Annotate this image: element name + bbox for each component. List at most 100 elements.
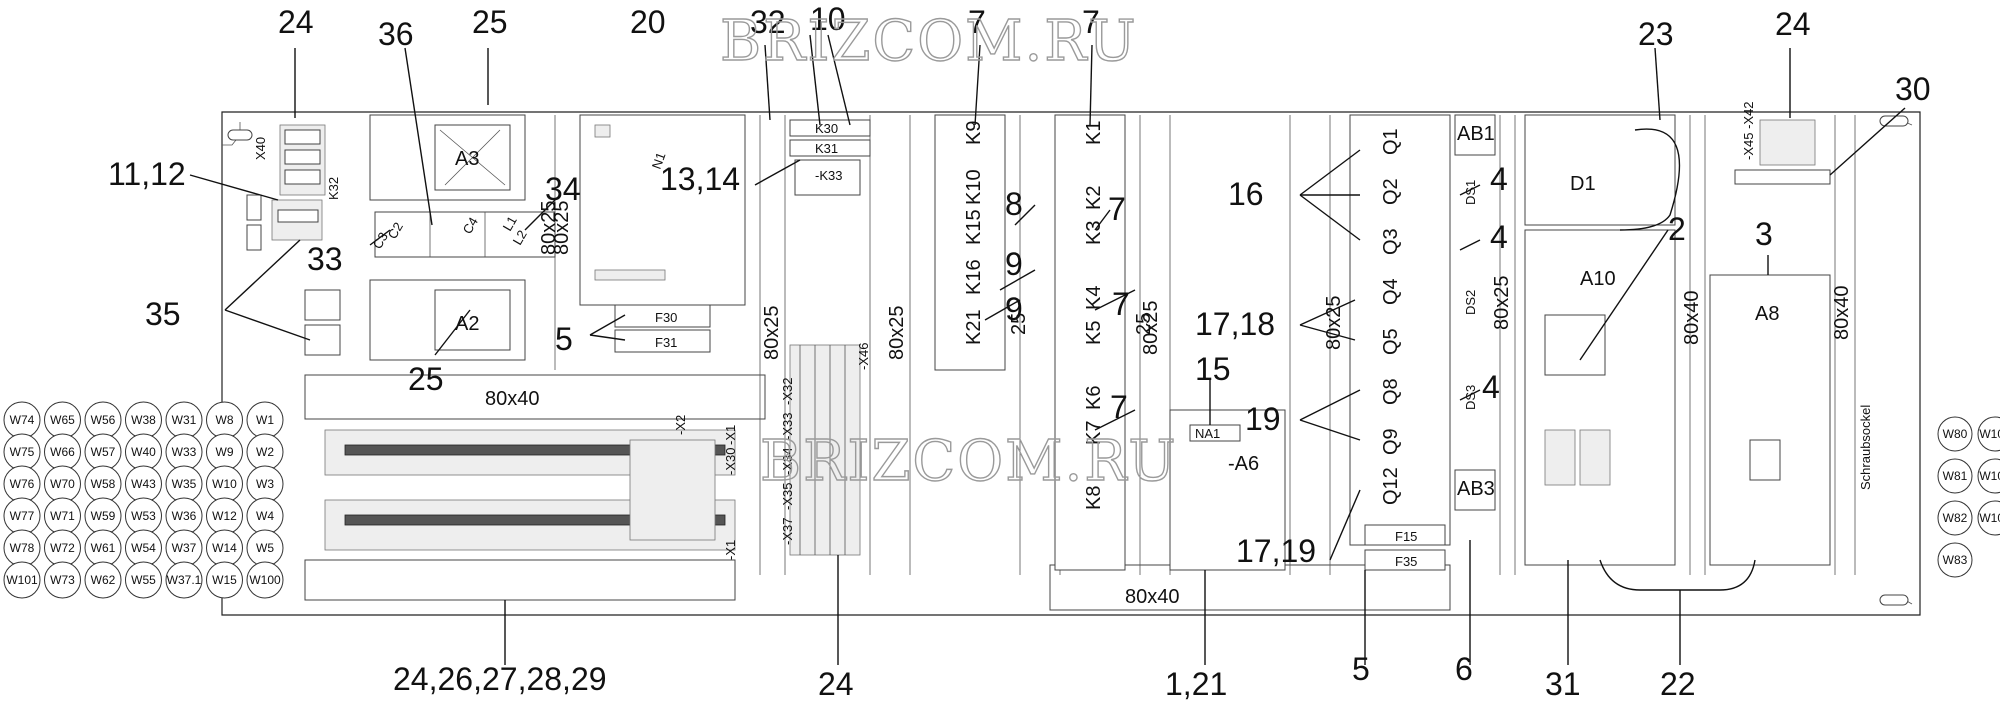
wire-label: W33 bbox=[172, 445, 197, 459]
wire-label: W71 bbox=[50, 509, 75, 523]
wire-label: W40 bbox=[131, 445, 156, 459]
wire-label: W101 bbox=[1979, 469, 2000, 483]
callout-25: 25 bbox=[472, 4, 508, 40]
callout-23: 23 bbox=[1638, 16, 1674, 52]
callout-4: 4 bbox=[1490, 219, 1508, 255]
device-ds2: DS2 bbox=[1463, 290, 1478, 315]
wire-label: W61 bbox=[91, 541, 116, 555]
callout-13-14: 13,14 bbox=[660, 161, 740, 197]
filter-strip bbox=[374, 211, 556, 258]
wire-marker bbox=[165, 561, 203, 599]
device-k4: K4 bbox=[1083, 286, 1105, 310]
duct-label: 80x25 bbox=[538, 201, 560, 256]
duct-label: 80x40 bbox=[485, 388, 540, 410]
device-k1: K1 bbox=[1083, 121, 1105, 145]
terminal-block-center bbox=[789, 344, 861, 556]
wire-label: W54 bbox=[131, 541, 156, 555]
device-k33: -K33 bbox=[815, 168, 842, 183]
callout-9: 9 bbox=[1005, 246, 1023, 282]
device-c2: C2 bbox=[385, 220, 406, 242]
wire-label: W104 bbox=[1979, 427, 2000, 441]
device-q3: Q3 bbox=[1380, 228, 1402, 255]
callout-7: 7 bbox=[968, 4, 986, 40]
duct-bottom-left bbox=[304, 559, 736, 601]
wire-label: W57 bbox=[91, 445, 116, 459]
wire-marker bbox=[246, 561, 284, 599]
device-ds3: DS3 bbox=[1463, 385, 1478, 410]
device-k9: K9 bbox=[963, 121, 985, 145]
wire-label: W80 bbox=[1943, 427, 1968, 441]
callout-22: 22 bbox=[1660, 666, 1696, 702]
duct-label: 80x40 bbox=[1831, 286, 1853, 341]
wire-label: W55 bbox=[131, 573, 156, 587]
leader-lines bbox=[189, 34, 1906, 665]
module-a10 bbox=[1524, 229, 1676, 566]
wire-label: W82 bbox=[1943, 511, 1968, 525]
wire-marker bbox=[1977, 500, 2000, 536]
wire-label: W101 bbox=[6, 573, 38, 587]
callout-7: 7 bbox=[1112, 286, 1130, 322]
device-k7: K7 bbox=[1083, 421, 1105, 445]
wire-label: W62 bbox=[91, 573, 116, 587]
terminal-x1: -X1 bbox=[723, 425, 738, 445]
callout-10: 10 bbox=[810, 1, 846, 37]
device-k30: K30 bbox=[815, 121, 838, 136]
device-a3: A3 bbox=[455, 148, 479, 170]
callout-24: 24 bbox=[278, 4, 314, 40]
duct-label: 80x25 bbox=[551, 201, 573, 256]
duct-label: 80x25 bbox=[886, 306, 908, 361]
callout-3: 3 bbox=[1755, 216, 1773, 252]
duct-80x40-top-left bbox=[304, 374, 766, 420]
wire-label: W75 bbox=[10, 445, 35, 459]
device-a8: A8 bbox=[1755, 303, 1779, 325]
device-na1: NA1 bbox=[1195, 426, 1220, 441]
callout-2: 2 bbox=[1668, 211, 1686, 247]
callout-5: 5 bbox=[555, 321, 573, 357]
wire-label: W78 bbox=[10, 541, 35, 555]
terminal-x37: -X37 bbox=[780, 518, 795, 545]
terminal-block-x45 bbox=[1759, 119, 1816, 166]
device-a2: A2 bbox=[455, 313, 479, 335]
device-k5: K5 bbox=[1083, 321, 1105, 345]
wire-label: W37.1 bbox=[167, 573, 202, 587]
duct-label: 25 bbox=[1008, 313, 1030, 335]
callout-8: 8 bbox=[1005, 186, 1023, 222]
wire-label: W59 bbox=[91, 509, 116, 523]
callout-24: 24 bbox=[1775, 6, 1811, 42]
duct-label: 80x25 bbox=[1323, 296, 1345, 351]
wire-label: W58 bbox=[91, 477, 116, 491]
wire-label: W12 bbox=[212, 509, 237, 523]
callout-17-18: 17,18 bbox=[1195, 306, 1275, 342]
wire-label: W14 bbox=[212, 541, 237, 555]
wire-label: W9 bbox=[216, 445, 234, 459]
socket-label: Schraubsockel bbox=[1858, 405, 1873, 490]
terminal-x46: -X46 bbox=[856, 343, 871, 370]
device-k21: K21 bbox=[963, 309, 985, 345]
callout-34: 34 bbox=[545, 171, 581, 207]
callout-33: 33 bbox=[307, 241, 343, 277]
watermark-top: BRIZCOM.RU bbox=[720, 9, 1138, 74]
wire-marker bbox=[1937, 458, 1973, 494]
callout-32: 32 bbox=[750, 4, 786, 40]
terminal-x32: -X32 bbox=[780, 378, 795, 405]
wire-label: W31 bbox=[172, 413, 197, 427]
device-k6: K6 bbox=[1083, 386, 1105, 410]
device-c3: C3 bbox=[370, 230, 391, 252]
duct-80x40-bottom bbox=[1049, 564, 1451, 611]
wire-label: W77 bbox=[10, 509, 35, 523]
callout-17-19: 17,19 bbox=[1236, 533, 1316, 569]
wire-marker bbox=[1977, 416, 2000, 452]
device-f35: F35 bbox=[1395, 554, 1417, 569]
terminal-x2: -X2 bbox=[673, 415, 688, 435]
relay-column-k9 bbox=[934, 114, 1006, 371]
wire-label: W1 bbox=[256, 413, 274, 427]
wire-label: W5 bbox=[256, 541, 274, 555]
terminal-block-x40 bbox=[271, 124, 326, 241]
fuse-f31 bbox=[614, 329, 711, 353]
wire-label: W53 bbox=[131, 509, 156, 523]
callout-7: 7 bbox=[1082, 4, 1100, 40]
callout-15: 15 bbox=[1195, 351, 1231, 387]
device-k16: K16 bbox=[963, 259, 985, 295]
